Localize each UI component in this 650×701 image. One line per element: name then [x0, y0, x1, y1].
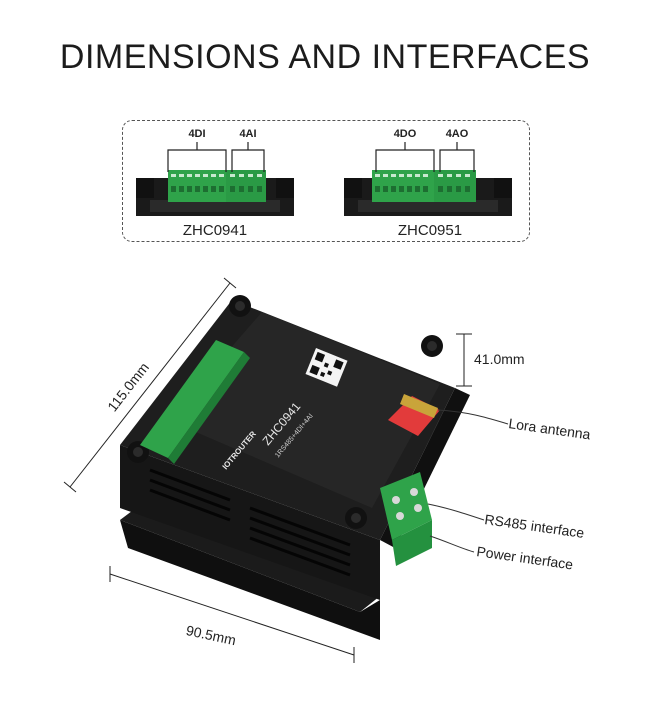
- length-dimension-line: [63, 277, 237, 493]
- zhc0941-connector-strip: [136, 142, 294, 216]
- zhc0941-group-di-label: 4DI: [188, 128, 205, 140]
- antenna-callout-label: Lora antenna: [508, 415, 592, 442]
- zhc0941-group-ai-label: 4AI: [239, 128, 256, 140]
- rs485-callout-label: RS485 interface: [484, 511, 586, 541]
- model-comparison-panel: [122, 120, 530, 242]
- zhc0951-connector-strip: [344, 142, 512, 216]
- power-callout-line: [429, 535, 475, 553]
- zhc0951-model-name: ZHC0951: [398, 222, 462, 239]
- width-dimension-line: [109, 566, 355, 663]
- length-dimension-label: 115.0mm: [104, 359, 152, 414]
- zhc0951-group-ao-label: 4AO: [446, 128, 469, 140]
- width-dimension-label: 90.5mm: [185, 622, 238, 648]
- device-body: [120, 295, 470, 640]
- height-dimension-line: [456, 333, 472, 387]
- zhc0951-group-do-label: 4DO: [394, 128, 417, 140]
- power-callout-label: Power interface: [476, 543, 575, 572]
- height-dimension-label: 41.0mm: [474, 351, 525, 367]
- antenna-callout-line: [437, 409, 509, 425]
- rs485-callout-line: [427, 503, 485, 521]
- zhc0941-model-name: ZHC0941: [183, 222, 247, 239]
- page-title: DIMENSIONS AND INTERFACES: [59, 38, 591, 76]
